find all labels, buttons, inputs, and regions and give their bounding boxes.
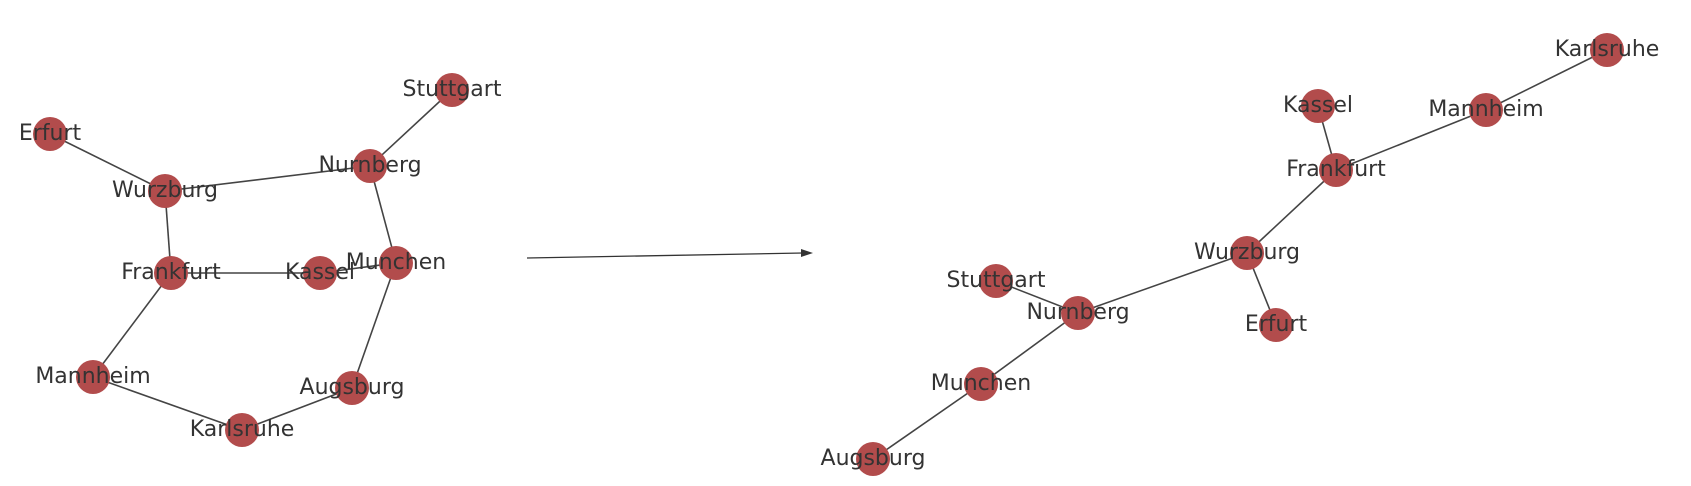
left-node-circle-augsburg bbox=[335, 371, 369, 405]
left-node-karlsruhe: Karlsruhe bbox=[190, 413, 295, 447]
transform-arrow bbox=[526, 249, 813, 259]
right-node-label-stuttgart: Stuttgart bbox=[947, 268, 1046, 293]
left-graph-edges bbox=[49, 89, 453, 431]
left-node-label-stuttgart: Stuttgart bbox=[403, 77, 502, 102]
left-node-label-mannheim: Mannheim bbox=[35, 364, 150, 389]
left-node-label-nurnberg: Nurnberg bbox=[318, 153, 421, 178]
left-node-frankfurt: Frankfurt bbox=[121, 256, 221, 290]
right-node-label-nurnberg: Nurnberg bbox=[1026, 300, 1129, 325]
right-node-mannheim: Mannheim bbox=[1428, 93, 1544, 127]
left-edge-nurnberg-stuttgart bbox=[369, 89, 453, 167]
left-graph: StuttgartErfurtNurnbergWurzburgFrankfurt… bbox=[19, 73, 502, 447]
left-node-kassel: Kassel bbox=[285, 256, 355, 290]
right-node-label-munchen: Munchen bbox=[931, 371, 1031, 396]
right-edge-munchen-augsburg bbox=[872, 383, 982, 460]
right-node-stuttgart: Stuttgart bbox=[947, 264, 1046, 298]
right-node-karlsruhe: Karlsruhe bbox=[1555, 33, 1660, 67]
arrow-head bbox=[801, 249, 813, 257]
left-node-circle-nurnberg bbox=[353, 149, 387, 183]
left-node-stuttgart: Stuttgart bbox=[403, 73, 502, 107]
right-edge-mannheim-frankfurt bbox=[1335, 109, 1487, 171]
arrow-shaft bbox=[526, 252, 804, 259]
right-node-circle-mannheim bbox=[1469, 93, 1503, 127]
left-node-label-frankfurt: Frankfurt bbox=[121, 260, 221, 285]
left-node-label-munchen: Munchen bbox=[346, 250, 446, 275]
right-node-frankfurt: Frankfurt bbox=[1286, 153, 1386, 187]
right-edge-nurnberg-munchen bbox=[980, 312, 1079, 385]
left-node-nurnberg: Nurnberg bbox=[318, 149, 422, 183]
left-node-label-erfurt: Erfurt bbox=[19, 121, 82, 146]
left-node-circle-wurzburg bbox=[148, 174, 182, 208]
left-node-circle-frankfurt bbox=[154, 256, 188, 290]
right-node-label-augsburg: Augsburg bbox=[821, 446, 926, 471]
right-node-munchen: Munchen bbox=[931, 367, 1031, 401]
right-node-circle-stuttgart bbox=[979, 264, 1013, 298]
left-graph-nodes: StuttgartErfurtNurnbergWurzburgFrankfurt… bbox=[19, 73, 502, 447]
right-node-circle-kassel bbox=[1301, 89, 1335, 123]
right-node-label-karlsruhe: Karlsruhe bbox=[1555, 37, 1660, 62]
right-node-wurzburg: Wurzburg bbox=[1194, 236, 1300, 270]
left-node-circle-kassel bbox=[303, 256, 337, 290]
left-edge-wurzburg-nurnberg bbox=[164, 165, 371, 192]
right-node-circle-frankfurt bbox=[1319, 153, 1353, 187]
left-edge-karlsruhe-augsburg bbox=[241, 387, 353, 431]
right-edge-wurzburg-nurnberg bbox=[1077, 252, 1248, 314]
right-node-label-kassel: Kassel bbox=[1283, 93, 1353, 118]
right-edge-frankfurt-wurzburg bbox=[1246, 169, 1337, 254]
right-node-circle-augsburg bbox=[856, 442, 890, 476]
left-node-label-wurzburg: Wurzburg bbox=[112, 178, 218, 203]
left-node-circle-mannheim bbox=[76, 360, 110, 394]
left-edge-frankfurt-mannheim bbox=[92, 272, 172, 378]
left-node-mannheim: Mannheim bbox=[35, 360, 151, 394]
right-edge-karlsruhe-mannheim bbox=[1485, 49, 1608, 111]
right-node-label-wurzburg: Wurzburg bbox=[1194, 240, 1300, 265]
left-edge-mannheim-karlsruhe bbox=[92, 376, 243, 431]
left-node-munchen: Munchen bbox=[346, 246, 446, 280]
left-node-circle-karlsruhe bbox=[225, 413, 259, 447]
left-edge-erfurt-wurzburg bbox=[49, 133, 166, 192]
right-node-label-erfurt: Erfurt bbox=[1245, 312, 1308, 337]
left-node-label-karlsruhe: Karlsruhe bbox=[190, 417, 295, 442]
left-edge-augsburg-munchen bbox=[351, 262, 397, 389]
left-node-circle-erfurt bbox=[33, 117, 67, 151]
right-node-circle-munchen bbox=[964, 367, 998, 401]
left-node-label-augsburg: Augsburg bbox=[300, 375, 405, 400]
right-node-kassel: Kassel bbox=[1283, 89, 1353, 123]
right-node-label-mannheim: Mannheim bbox=[1428, 97, 1543, 122]
left-node-wurzburg: Wurzburg bbox=[112, 174, 218, 208]
right-node-circle-wurzburg bbox=[1230, 236, 1264, 270]
right-node-erfurt: Erfurt bbox=[1245, 308, 1308, 342]
right-node-circle-erfurt bbox=[1259, 308, 1293, 342]
right-node-circle-karlsruhe bbox=[1590, 33, 1624, 67]
left-node-circle-stuttgart bbox=[435, 73, 469, 107]
left-node-augsburg: Augsburg bbox=[300, 371, 405, 405]
right-node-label-frankfurt: Frankfurt bbox=[1286, 157, 1386, 182]
left-node-circle-munchen bbox=[379, 246, 413, 280]
right-node-nurnberg: Nurnberg bbox=[1026, 296, 1130, 330]
left-node-erfurt: Erfurt bbox=[19, 117, 82, 151]
left-node-label-kassel: Kassel bbox=[285, 260, 355, 285]
right-node-augsburg: Augsburg bbox=[821, 442, 926, 476]
right-node-circle-nurnberg bbox=[1061, 296, 1095, 330]
